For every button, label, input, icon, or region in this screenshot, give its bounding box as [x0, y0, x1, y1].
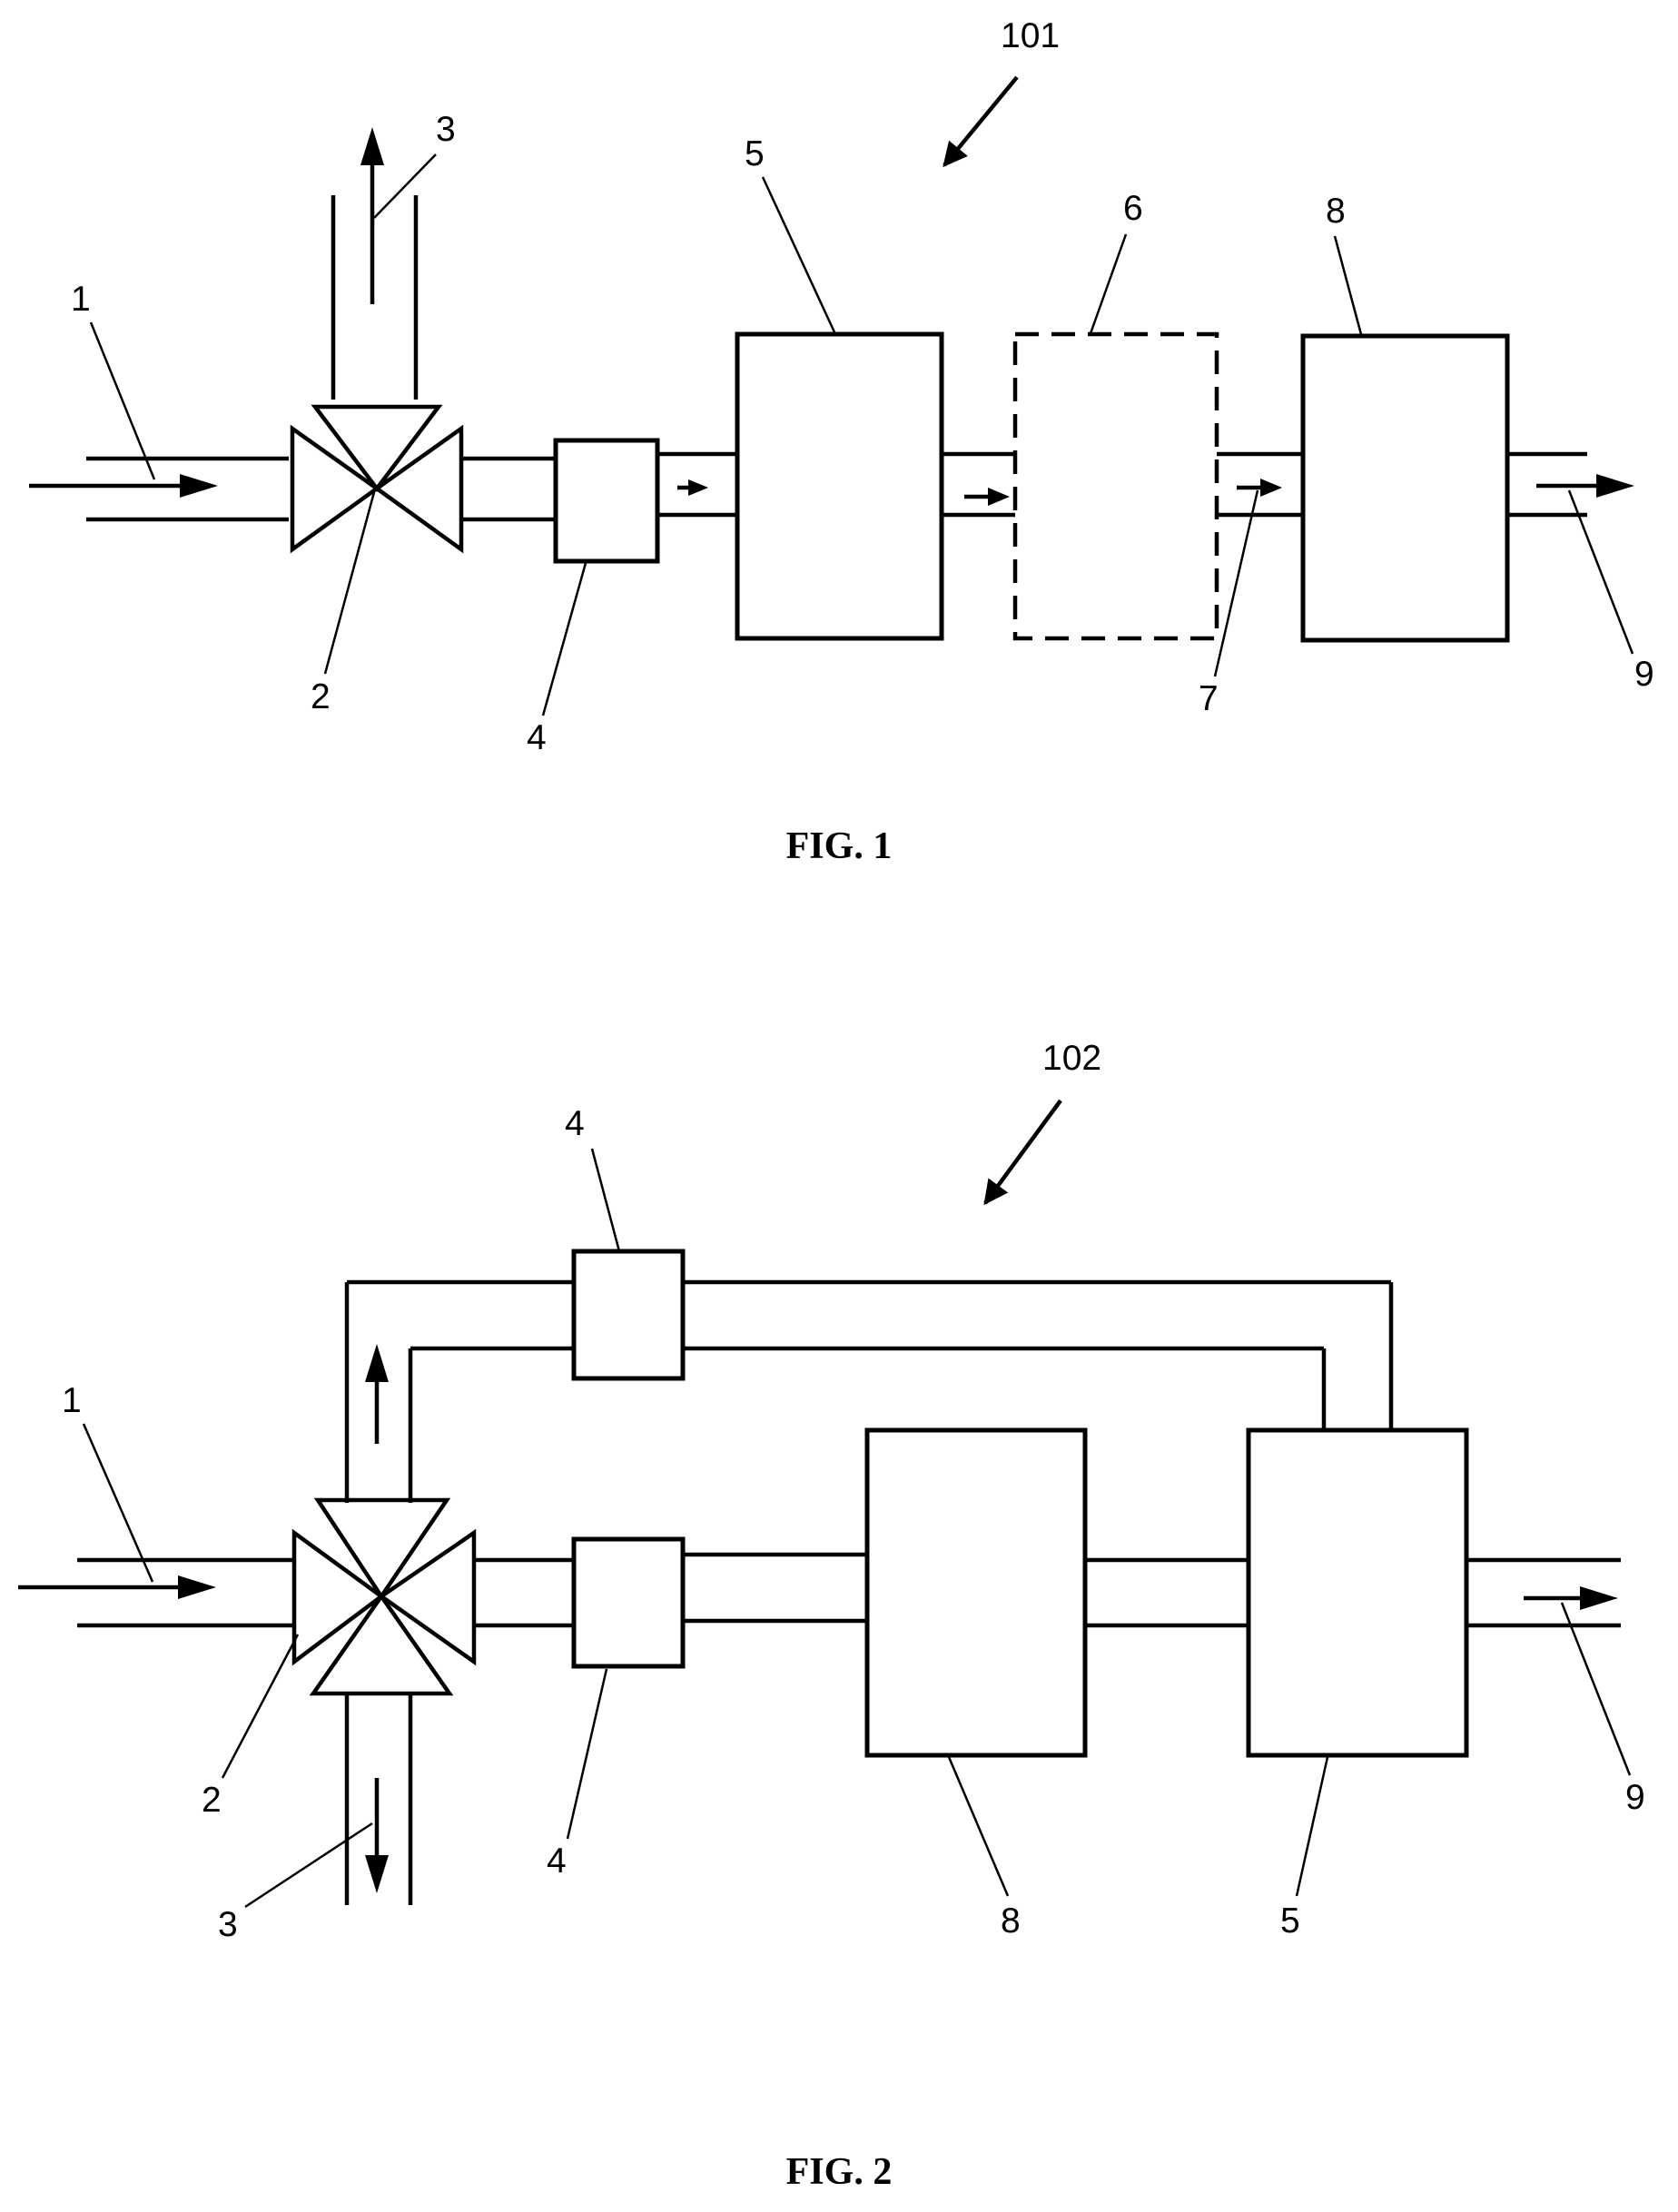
- fig1-unit-4: [556, 440, 657, 561]
- fig1-label-6: 6: [1123, 189, 1143, 228]
- fig1-leader-4: [543, 563, 586, 716]
- fig2-unit-4-lower: [574, 1539, 683, 1666]
- fig1-unit-6-optional: [1015, 334, 1217, 638]
- fig1-leader-6: [1090, 234, 1126, 336]
- fig2-unit-8: [867, 1430, 1085, 1755]
- fig1-valve: [292, 407, 461, 549]
- fig2-leader-2: [222, 1634, 298, 1778]
- figure-1: 101 1 2 3: [29, 16, 1654, 867]
- fig1-feed-line: [29, 459, 289, 519]
- fig1-outlet-line: [1507, 454, 1634, 515]
- fig1-ref-label: 101: [1001, 16, 1060, 55]
- fig2-leader-9: [1562, 1603, 1630, 1775]
- fig2-feed-line: [18, 1560, 292, 1625]
- fig2-valve: [294, 1500, 474, 1694]
- fig2-label-4-lower: 4: [547, 1842, 567, 1881]
- fig1-unit-8: [1303, 336, 1507, 640]
- fig1-label-2: 2: [311, 677, 331, 716]
- fig1-leader-7: [1215, 490, 1258, 676]
- fig1-label-5: 5: [745, 134, 765, 173]
- fig2-label-1: 1: [62, 1381, 82, 1420]
- fig1-ref-arrow: [944, 77, 1017, 165]
- fig1-leader-5: [763, 177, 835, 334]
- fig2-bypass-line: [347, 1694, 410, 1905]
- fig2-ref-arrow: [985, 1101, 1061, 1203]
- fig1-leader-9: [1569, 490, 1633, 654]
- fig1-unit-5: [737, 334, 942, 638]
- fig1-leader-1: [91, 322, 154, 479]
- fig1-pipe-valve-to-4: [463, 459, 556, 519]
- fig1-leader-8: [1335, 236, 1362, 338]
- fig2-leader-5: [1297, 1757, 1328, 1896]
- fig2-leader-8: [949, 1757, 1008, 1896]
- fig2-leader-4-lower: [568, 1669, 607, 1839]
- fig2-outlet-line: [1466, 1560, 1621, 1625]
- fig2-unit-4-upper: [574, 1251, 683, 1378]
- fig2-label-2: 2: [202, 1781, 222, 1820]
- fig1-bypass-line: [333, 127, 416, 400]
- fig2-caption: FIG. 2: [786, 2151, 893, 2193]
- figure-2: 102 1 2 3: [18, 1039, 1645, 2193]
- fig2-label-5: 5: [1280, 1901, 1300, 1940]
- fig1-pipe-5-to-6: [942, 454, 1015, 515]
- fig2-label-3: 3: [218, 1905, 238, 1944]
- fig2-unit-5: [1249, 1430, 1466, 1755]
- fig1-label-4: 4: [527, 718, 547, 757]
- fig1-label-3: 3: [436, 110, 456, 149]
- fig2-leader-3: [245, 1823, 372, 1907]
- fig1-pipe-4-to-5: [657, 454, 737, 515]
- fig1-label-9: 9: [1634, 655, 1654, 694]
- fig1-pipe-6-to-8: [1217, 454, 1303, 515]
- fig2-label-4-upper: 4: [565, 1104, 585, 1143]
- fig1-label-1: 1: [71, 280, 91, 319]
- fig2-label-8: 8: [1001, 1901, 1021, 1940]
- fig1-caption: FIG. 1: [786, 825, 893, 867]
- fig1-label-8: 8: [1326, 192, 1346, 231]
- fig1-label-7: 7: [1199, 679, 1219, 718]
- fig2-label-9: 9: [1625, 1778, 1645, 1817]
- fig2-leader-4-upper: [592, 1149, 619, 1251]
- fig2-ref-label: 102: [1042, 1039, 1101, 1078]
